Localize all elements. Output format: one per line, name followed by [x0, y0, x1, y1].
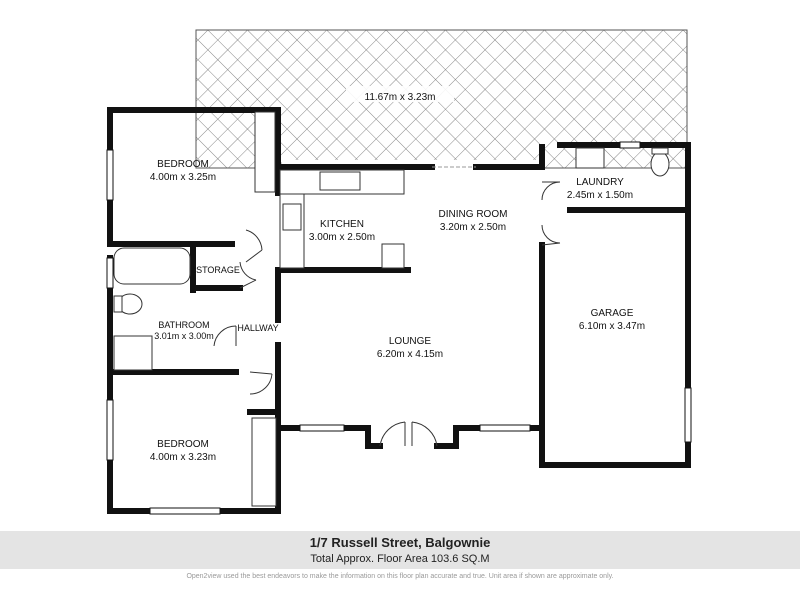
kitchen-dims: 3.00m x 2.50m [309, 232, 375, 243]
hallway-name: HALLWAY [237, 323, 278, 333]
property-address: 1/7 Russell Street, Balgownie [309, 535, 491, 550]
doors [213, 166, 561, 447]
bedroom2-name: BEDROOM [157, 439, 209, 450]
bedroom2-dims: 4.00m x 3.23m [150, 452, 216, 463]
disclaimer: Open2view used the best endeavors to mak… [186, 573, 614, 580]
floor-plan: 11.67m x 3.23m BEDROOM 4.00m x 3.25m KIT… [106, 29, 692, 515]
patio-dims-label: 11.67m x 3.23m [365, 92, 436, 103]
laundry-dims: 2.45m x 1.50m [567, 190, 633, 201]
lounge-dims: 6.20m x 4.15m [377, 349, 443, 360]
kitchen-name: KITCHEN [320, 219, 364, 230]
bathroom-name: BATHROOM [158, 320, 209, 330]
laundry-name: LAUNDRY [576, 177, 624, 188]
lounge-name: LOUNGE [389, 336, 432, 347]
bedroom1-dims: 4.00m x 3.25m [150, 172, 216, 183]
dining-name: DINING ROOM [439, 209, 508, 220]
floor-area: Total Approx. Floor Area 103.6 SQ.M [310, 553, 490, 565]
windows [106, 141, 692, 515]
bedroom1-name: BEDROOM [157, 159, 209, 170]
garage-name: GARAGE [591, 308, 634, 319]
dining-dims: 3.20m x 2.50m [440, 222, 506, 233]
bathroom-dims: 3.01m x 3.00m [154, 331, 214, 341]
garage-dims: 6.10m x 3.47m [579, 321, 645, 332]
footer-band [0, 531, 800, 569]
storage-name: STORAGE [196, 265, 240, 275]
fixtures [113, 111, 670, 507]
